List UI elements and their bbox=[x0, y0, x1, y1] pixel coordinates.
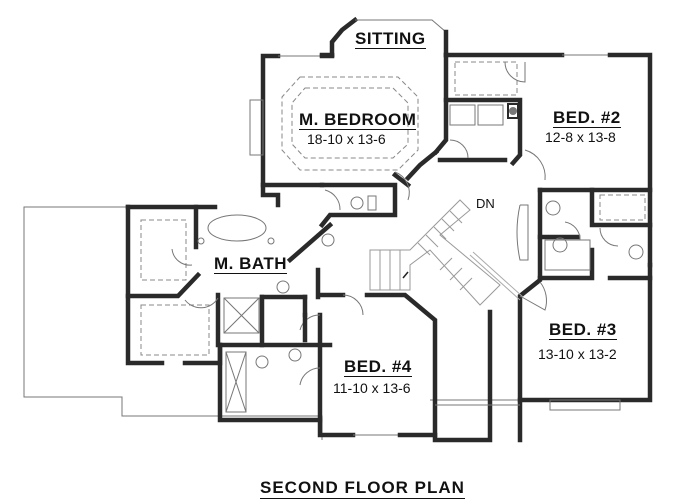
master-bath-walls bbox=[125, 204, 335, 423]
room-label-bed-2: BED. #2 bbox=[553, 108, 621, 128]
bed-3-wall bbox=[517, 187, 653, 403]
room-dimensions-bed-3: 13-10 x 13-2 bbox=[538, 346, 617, 362]
sitting-bay-wall bbox=[329, 16, 359, 58]
lower-roof-outline bbox=[23, 206, 323, 440]
room-label-bed-3: BED. #3 bbox=[549, 320, 617, 340]
room-label-master-bedroom: M. BEDROOM bbox=[299, 110, 417, 130]
room-dimensions-bed-2: 12-8 x 13-8 bbox=[545, 129, 616, 145]
room-dimensions-bed-4: 11-10 x 13-6 bbox=[333, 380, 411, 396]
staircase bbox=[369, 199, 524, 306]
room-dimensions-master-bedroom: 18-10 x 13-6 bbox=[307, 131, 386, 147]
bed-4-walls bbox=[299, 292, 523, 443]
plan-title: SECOND FLOOR PLAN bbox=[260, 478, 465, 499]
room-label-master-bath: M. BATH bbox=[214, 254, 288, 274]
stair-down-label: DN bbox=[476, 196, 495, 211]
room-label-bed-4: BED. #4 bbox=[344, 357, 412, 377]
room-label-sitting: SITTING bbox=[355, 29, 426, 49]
